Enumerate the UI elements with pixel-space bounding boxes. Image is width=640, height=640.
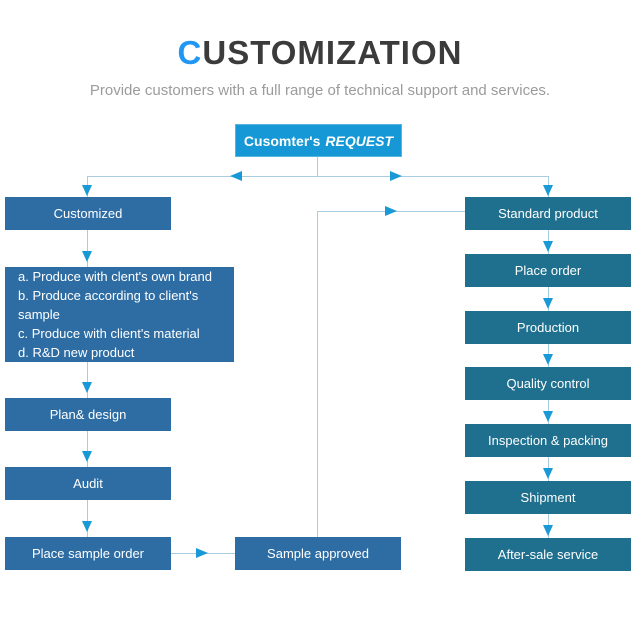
step-standard-product-box: Standard product bbox=[465, 197, 631, 230]
connector-line bbox=[317, 211, 318, 537]
step-shipment-box: Shipment bbox=[465, 481, 631, 514]
step-after-sale-service-box: After-sale service bbox=[465, 538, 631, 571]
option-item: c. Produce with client's material bbox=[18, 326, 200, 341]
plan-design-box: Plan& design bbox=[5, 398, 171, 431]
arrow-left-icon bbox=[230, 171, 242, 181]
audit-box: Audit bbox=[5, 467, 171, 500]
arrow-right-icon bbox=[385, 206, 397, 216]
arrow-down-icon bbox=[82, 185, 92, 196]
step-place-order-box: Place order bbox=[465, 254, 631, 287]
page-header: CUSTOMIZATION Provide customers with a f… bbox=[0, 0, 640, 99]
arrow-down-icon bbox=[82, 251, 92, 262]
customized-box: Customized bbox=[5, 197, 171, 230]
arrow-down-icon bbox=[543, 468, 553, 479]
arrow-down-icon bbox=[543, 185, 553, 196]
connector-line bbox=[317, 157, 318, 176]
step-production-box: Production bbox=[465, 311, 631, 344]
step-inspection-packing-box: Inspection & packing bbox=[465, 424, 631, 457]
connector-line bbox=[87, 176, 548, 177]
customer-request-box: Cusomter's REQUEST bbox=[235, 124, 402, 157]
connector-line bbox=[87, 230, 88, 267]
page-subtitle: Provide customers with a full range of t… bbox=[89, 82, 551, 99]
title-rest: USTOMIZATION bbox=[202, 34, 463, 71]
customer-request-label: Cusomter's bbox=[243, 132, 321, 149]
option-item: a. Produce with clent's own brand bbox=[18, 269, 212, 284]
connector-line bbox=[87, 431, 88, 467]
arrow-down-icon bbox=[543, 354, 553, 365]
customer-request-label-em: REQUEST bbox=[325, 132, 394, 149]
option-item: d. R&D new product bbox=[18, 345, 135, 360]
arrow-right-icon bbox=[196, 548, 208, 558]
option-item: b. Produce according to client's sample bbox=[18, 288, 199, 322]
arrow-right-icon bbox=[390, 171, 402, 181]
arrow-down-icon bbox=[543, 525, 553, 536]
connector-line bbox=[87, 362, 88, 398]
arrow-down-icon bbox=[82, 451, 92, 462]
step-quality-control-box: Quality control bbox=[465, 367, 631, 400]
arrow-down-icon bbox=[82, 382, 92, 393]
arrow-down-icon bbox=[82, 521, 92, 532]
arrow-down-icon bbox=[543, 411, 553, 422]
connector-line bbox=[87, 500, 88, 537]
title-accent-letter: C bbox=[177, 34, 203, 71]
page-title: CUSTOMIZATION bbox=[0, 36, 640, 69]
arrow-down-icon bbox=[543, 298, 553, 309]
options-box: a. Produce with clent's own brand b. Pro… bbox=[5, 267, 234, 362]
sample-approved-box: Sample approved bbox=[235, 537, 401, 570]
arrow-down-icon bbox=[543, 241, 553, 252]
place-sample-order-box: Place sample order bbox=[5, 537, 171, 570]
